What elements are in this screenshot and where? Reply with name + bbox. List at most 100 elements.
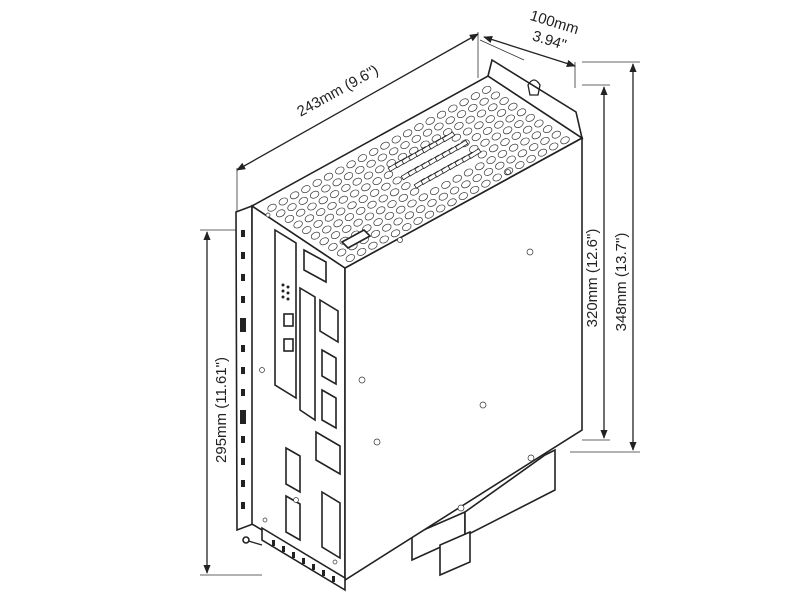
vent-hole [363, 171, 374, 180]
dsub-connector-1 [321, 348, 337, 386]
vent-hole [537, 148, 548, 157]
vent-hole [488, 103, 498, 112]
vent-hole [341, 183, 351, 192]
vent-hole [475, 162, 485, 171]
vent-hole [436, 110, 447, 119]
vent-hole [352, 177, 362, 186]
device-body [235, 58, 584, 592]
vent-hole [323, 172, 334, 181]
vent-hole [458, 192, 468, 201]
connector-x1 [319, 298, 339, 344]
length-dimension-line [236, 33, 479, 171]
vent-hole [469, 185, 480, 194]
vent-hole [424, 210, 435, 219]
vent-hole [361, 183, 371, 192]
vent-hole [393, 217, 403, 226]
vent-hole [372, 177, 382, 186]
vent-hole [356, 247, 367, 256]
vent-hole [447, 198, 457, 207]
vent-slot [454, 139, 469, 151]
vent-hole [328, 242, 338, 251]
vent-hole [448, 104, 458, 113]
vent-hole [486, 156, 496, 165]
vent-hole [289, 191, 300, 200]
front-panel-details [259, 212, 341, 565]
vent-hole [476, 109, 487, 118]
vent-hole [462, 127, 473, 136]
bottom-vents [272, 540, 335, 582]
connector-x3 [315, 430, 341, 476]
vent-hole [327, 201, 337, 210]
vent-hole [436, 204, 446, 213]
vent-hole [267, 203, 277, 212]
vent-hole [497, 149, 508, 158]
vent-hole [398, 193, 408, 202]
vent-hole [461, 180, 471, 189]
vent-hole [479, 97, 489, 106]
vent-hole [482, 126, 493, 135]
vent-hole [349, 189, 360, 198]
vent-hole [330, 231, 341, 240]
vent-hole [367, 200, 377, 209]
vent-hole [531, 131, 541, 140]
vent-hole [490, 91, 501, 100]
vent-hole [293, 220, 303, 229]
vent-hole [463, 168, 474, 177]
vent-hole [534, 119, 544, 128]
vent-hole [529, 143, 539, 152]
vent-hole [400, 141, 410, 150]
vent-hole [338, 195, 348, 204]
vent-hole [449, 186, 460, 195]
vent-hole [358, 195, 368, 204]
vent-hole [322, 225, 332, 234]
card-led-1 [283, 313, 294, 327]
vent-hole [381, 182, 391, 191]
vent-hole [496, 108, 507, 117]
vent-hole [425, 116, 435, 125]
vent-hole [404, 211, 415, 220]
vent-hole [520, 137, 530, 146]
vent-hole [332, 178, 342, 187]
vent-hole [380, 141, 390, 150]
vent-hole [346, 160, 356, 169]
vent-hole [355, 165, 365, 174]
vent-hole [494, 120, 504, 129]
vent-hole [369, 147, 379, 156]
vent-hole [407, 199, 417, 208]
vent-hole [452, 174, 462, 183]
vent-hole [542, 125, 553, 134]
vent-hole [335, 166, 345, 175]
heatsink-fin [439, 530, 471, 577]
vent-hole [414, 123, 424, 132]
vent-hole [278, 197, 288, 206]
vent-hole [429, 187, 440, 196]
vent-hole [413, 216, 423, 225]
vent-hole [472, 174, 482, 183]
vent-hole [378, 194, 388, 203]
vent-hole [468, 103, 478, 112]
vent-hole [505, 114, 515, 123]
vent-hole [438, 192, 448, 201]
vent-hole [517, 149, 528, 158]
vent-hole [369, 188, 380, 197]
vent-hole [296, 208, 306, 217]
vent-hole [480, 138, 490, 147]
vent-hole [391, 135, 401, 144]
vent-hole [318, 196, 328, 205]
vent-hole [492, 173, 502, 182]
vent-hole [471, 133, 481, 142]
vent-hole [465, 115, 475, 124]
vent-hole [392, 176, 402, 185]
height-body-label: 320mm (12.6") [584, 229, 601, 328]
keyhole-mount [527, 79, 541, 96]
vent-hole [525, 113, 535, 122]
vent-hole [485, 115, 495, 124]
vent-slot [441, 131, 456, 143]
vent-hole [514, 120, 524, 129]
vent-hole [345, 254, 355, 263]
vent-hole [336, 248, 347, 257]
side-screws [358, 169, 535, 512]
vent-hole [353, 218, 363, 227]
